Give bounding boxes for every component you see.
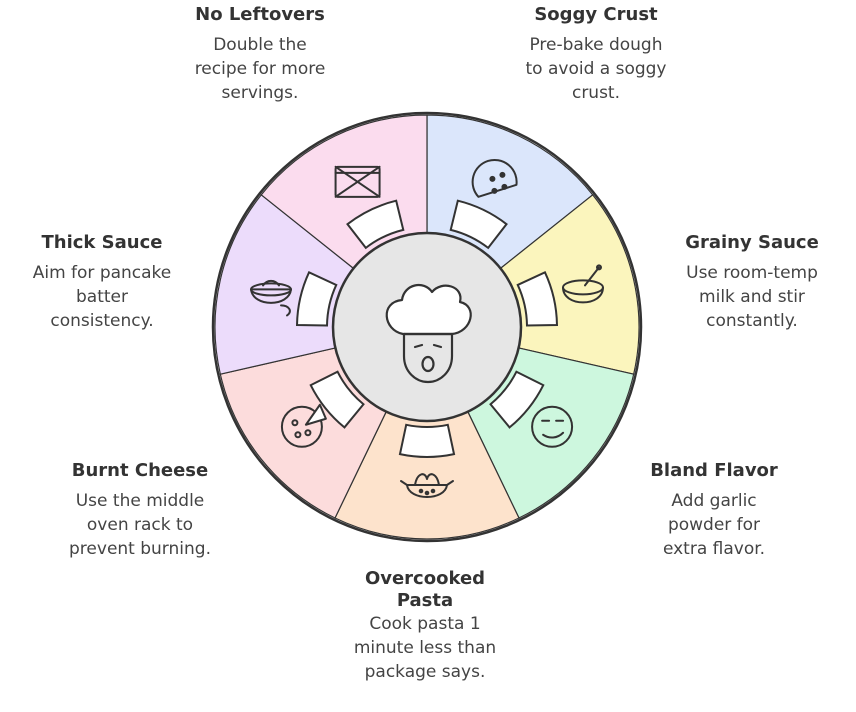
pizza-slice-icon (471, 158, 518, 198)
bored-face-icon (531, 405, 574, 448)
callout-title: Grainy Sauce (685, 232, 819, 253)
connector-no-leftovers (346, 199, 405, 250)
pasta-strainer-icon (400, 473, 454, 498)
callout-title: No Leftovers (195, 4, 325, 25)
empty-container-icon (334, 165, 381, 198)
connector-soggy-crust (449, 199, 508, 250)
callout-title: Thick Sauce (41, 232, 163, 253)
chef-hat-face-icon (385, 283, 472, 384)
connector-overcooked-pasta (398, 423, 456, 458)
connector-burnt-cheese (309, 370, 365, 429)
connector-bland-flavor (489, 370, 545, 429)
sauce-bowl-icon (250, 279, 293, 317)
pizza-icon (280, 403, 327, 448)
connector-grainy-sauce (516, 271, 559, 327)
wheel-connectors (295, 199, 559, 458)
callout-title: Burnt Cheese (71, 460, 209, 481)
mixing-bowl-icon (561, 264, 604, 304)
callout-title: Bland Flavor (650, 460, 778, 481)
connector-thick-sauce (295, 271, 338, 327)
wheel-center (331, 231, 523, 423)
wheel-outer-ring (211, 111, 643, 543)
callout-title: Soggy Crust (534, 4, 658, 25)
segment-icons (250, 158, 604, 498)
